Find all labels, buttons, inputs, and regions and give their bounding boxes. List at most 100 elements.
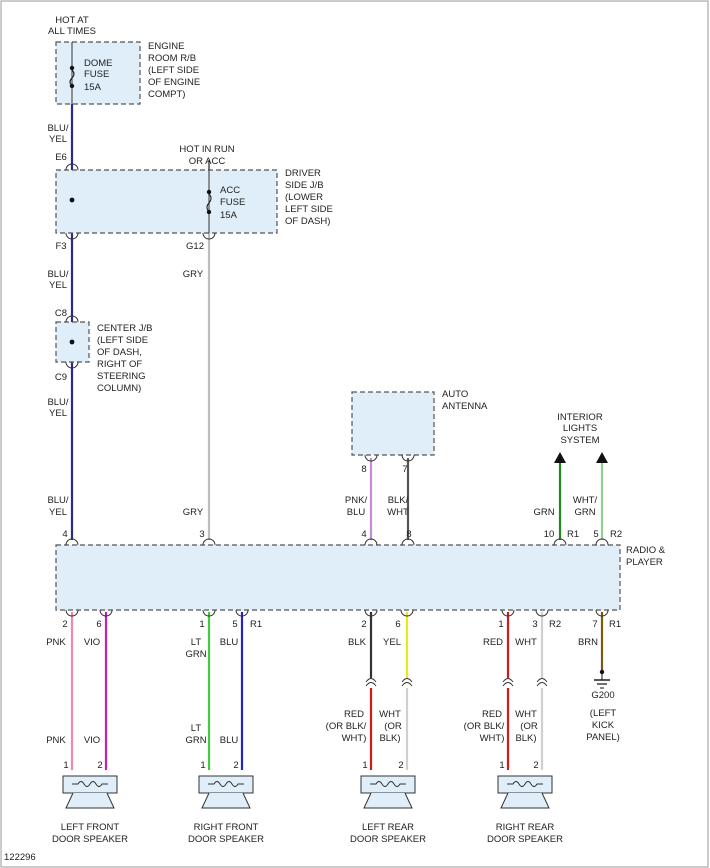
driver-side-jb-5: OF DASH) (285, 216, 330, 227)
label-red-alt-rr-3: WHT) (480, 733, 505, 744)
connector-r2-top: R2 (610, 529, 622, 540)
label-red-alt-lr-2: (OR BLK/ (326, 721, 367, 732)
center-jb-splice-node (69, 339, 75, 345)
connector-e6: E6 (55, 152, 67, 163)
driver-side-jb-3: (LOWER (285, 192, 323, 203)
radio-player-1: RADIO & (626, 545, 666, 556)
connector-c8: C8 (55, 308, 67, 319)
label-wht-alt-lr-2: (OR (384, 721, 402, 732)
engine-room-rb-4: OF ENGINE (148, 77, 200, 88)
speaker-left-front-1: LEFT FRONT (61, 822, 120, 833)
label-red-alt-lr-1: RED (344, 709, 364, 720)
auto-antenna-1: AUTO (442, 389, 468, 400)
auto-antenna-2: ANTENNA (442, 401, 488, 412)
radio-top-pin: 10 (544, 529, 555, 540)
dome-fuse-label-2: FUSE (84, 69, 109, 80)
radio-bottom-pin: 7 (592, 619, 597, 630)
acc-fuse-label-3: 15A (220, 210, 238, 221)
label-blu-2: BLU (220, 735, 239, 746)
label-blu-yel-1b: YEL (49, 134, 67, 145)
hot-at-all-times-line1: HOT AT (55, 15, 89, 26)
center-jb-2: (LEFT SIDE (97, 335, 148, 346)
label-red-alt-rr-1: RED (482, 709, 502, 720)
connector-r1-bottom-a: R1 (250, 619, 262, 630)
radio-bottom-pin: 2 (361, 619, 366, 630)
speaker-icon (198, 775, 254, 809)
label-blu-yel-3a: BLU/ (47, 397, 68, 408)
radio-top-pin: 4 (62, 529, 67, 540)
radio-top-pin: 4 (361, 529, 366, 540)
speaker-icon (360, 775, 416, 809)
speaker-right-front-2: DOOR SPEAKER (188, 834, 264, 845)
speaker-right-rear-1: RIGHT REAR (496, 822, 555, 833)
interior-lights-2: LIGHTS (563, 423, 597, 434)
acc-fuse-label-2: FUSE (220, 197, 245, 208)
speaker-pin: 2 (533, 760, 538, 771)
speaker-left-rear-1: LEFT REAR (362, 822, 414, 833)
label-blu-1: BLU (220, 637, 239, 648)
interior-lights-arrows (554, 452, 608, 463)
label-lt-grn-2a: LT (191, 723, 202, 734)
speaker-pin: 2 (97, 760, 102, 771)
radio-player-2: PLAYER (626, 557, 663, 568)
hot-in-run-1: HOT IN RUN (179, 144, 234, 155)
label-pnk-1: PNK (46, 637, 66, 648)
diagram-id: 122296 (4, 852, 36, 863)
speaker-left-front-2: DOOR SPEAKER (52, 834, 128, 845)
radio-bottom-pin: 6 (395, 619, 400, 630)
engine-room-rb-1: ENGINE (148, 41, 184, 52)
acc-fuse-label-1: ACC (220, 185, 240, 196)
label-blu-yel-3b: YEL (49, 408, 67, 419)
label-yel: YEL (383, 637, 401, 648)
interior-lights-3: SYSTEM (560, 435, 599, 446)
label-red-alt-rr-2: (OR BLK/ (464, 721, 505, 732)
speaker-pin: 1 (499, 760, 504, 771)
ground-location-1: (LEFT (590, 708, 617, 719)
hot-at-all-times-line2: ALL TIMES (48, 26, 96, 37)
label-blu-yel-4a: BLU/ (47, 495, 68, 506)
radio-bottom-pin: 1 (199, 619, 204, 630)
inline-connectors (365, 678, 548, 687)
center-jb-3: OF DASH, (97, 347, 142, 358)
label-gry-1: GRY (183, 269, 204, 280)
connector-g12: G12 (186, 241, 204, 252)
radio-bottom-pin: 5 (232, 619, 237, 630)
connector-f3: F3 (55, 241, 66, 252)
dome-fuse-label-3: 15A (84, 82, 102, 93)
label-wht-alt-rr-2: (OR (520, 721, 538, 732)
label-lt-grn-2b: GRN (185, 735, 206, 746)
label-brn: BRN (578, 637, 598, 648)
radio-top-pin: 5 (593, 529, 598, 540)
center-jb-5: STEERING (97, 371, 146, 382)
connector-r1-top: R1 (567, 529, 579, 540)
label-vio-1: VIO (84, 637, 100, 648)
speaker-pin: 1 (63, 760, 68, 771)
hot-in-run-2: OR ACC (189, 156, 226, 167)
speaker-pin: 2 (398, 760, 403, 771)
label-blk-wht-a: BLK/ (388, 495, 409, 506)
label-gry-2: GRY (183, 507, 204, 518)
dome-fuse-icon (69, 42, 75, 104)
auto-antenna-box (351, 391, 435, 456)
label-wht-alt-rr-1: WHT (515, 709, 537, 720)
speaker-icon (497, 775, 553, 809)
label-pnk-blu-a: PNK/ (345, 495, 368, 506)
driver-jb-splice-node (69, 197, 75, 203)
label-blu-yel-4b: YEL (49, 507, 67, 518)
speaker-icon (62, 775, 118, 809)
center-jb-1: CENTER J/B (97, 323, 152, 334)
antenna-pin-8: 8 (361, 464, 366, 475)
interior-lights-1: INTERIOR (557, 412, 603, 423)
engine-room-rb-3: (LEFT SIDE (148, 65, 199, 76)
ground-g200-icon (594, 669, 610, 689)
speaker-left-rear-2: DOOR SPEAKER (350, 834, 426, 845)
acc-fuse-icon (206, 160, 212, 233)
radio-bottom-pin: 2 (62, 619, 67, 630)
label-wht-grn-b: GRN (574, 507, 595, 518)
radio-player-box (55, 544, 621, 611)
label-red-alt-lr-3: WHT) (342, 733, 367, 744)
label-wht-grn-a: WHT/ (573, 495, 598, 506)
center-jb-4: RIGHT OF (97, 359, 142, 370)
ground-location-3: PANEL) (586, 732, 620, 743)
dome-fuse-label-1: DOME (84, 58, 113, 69)
